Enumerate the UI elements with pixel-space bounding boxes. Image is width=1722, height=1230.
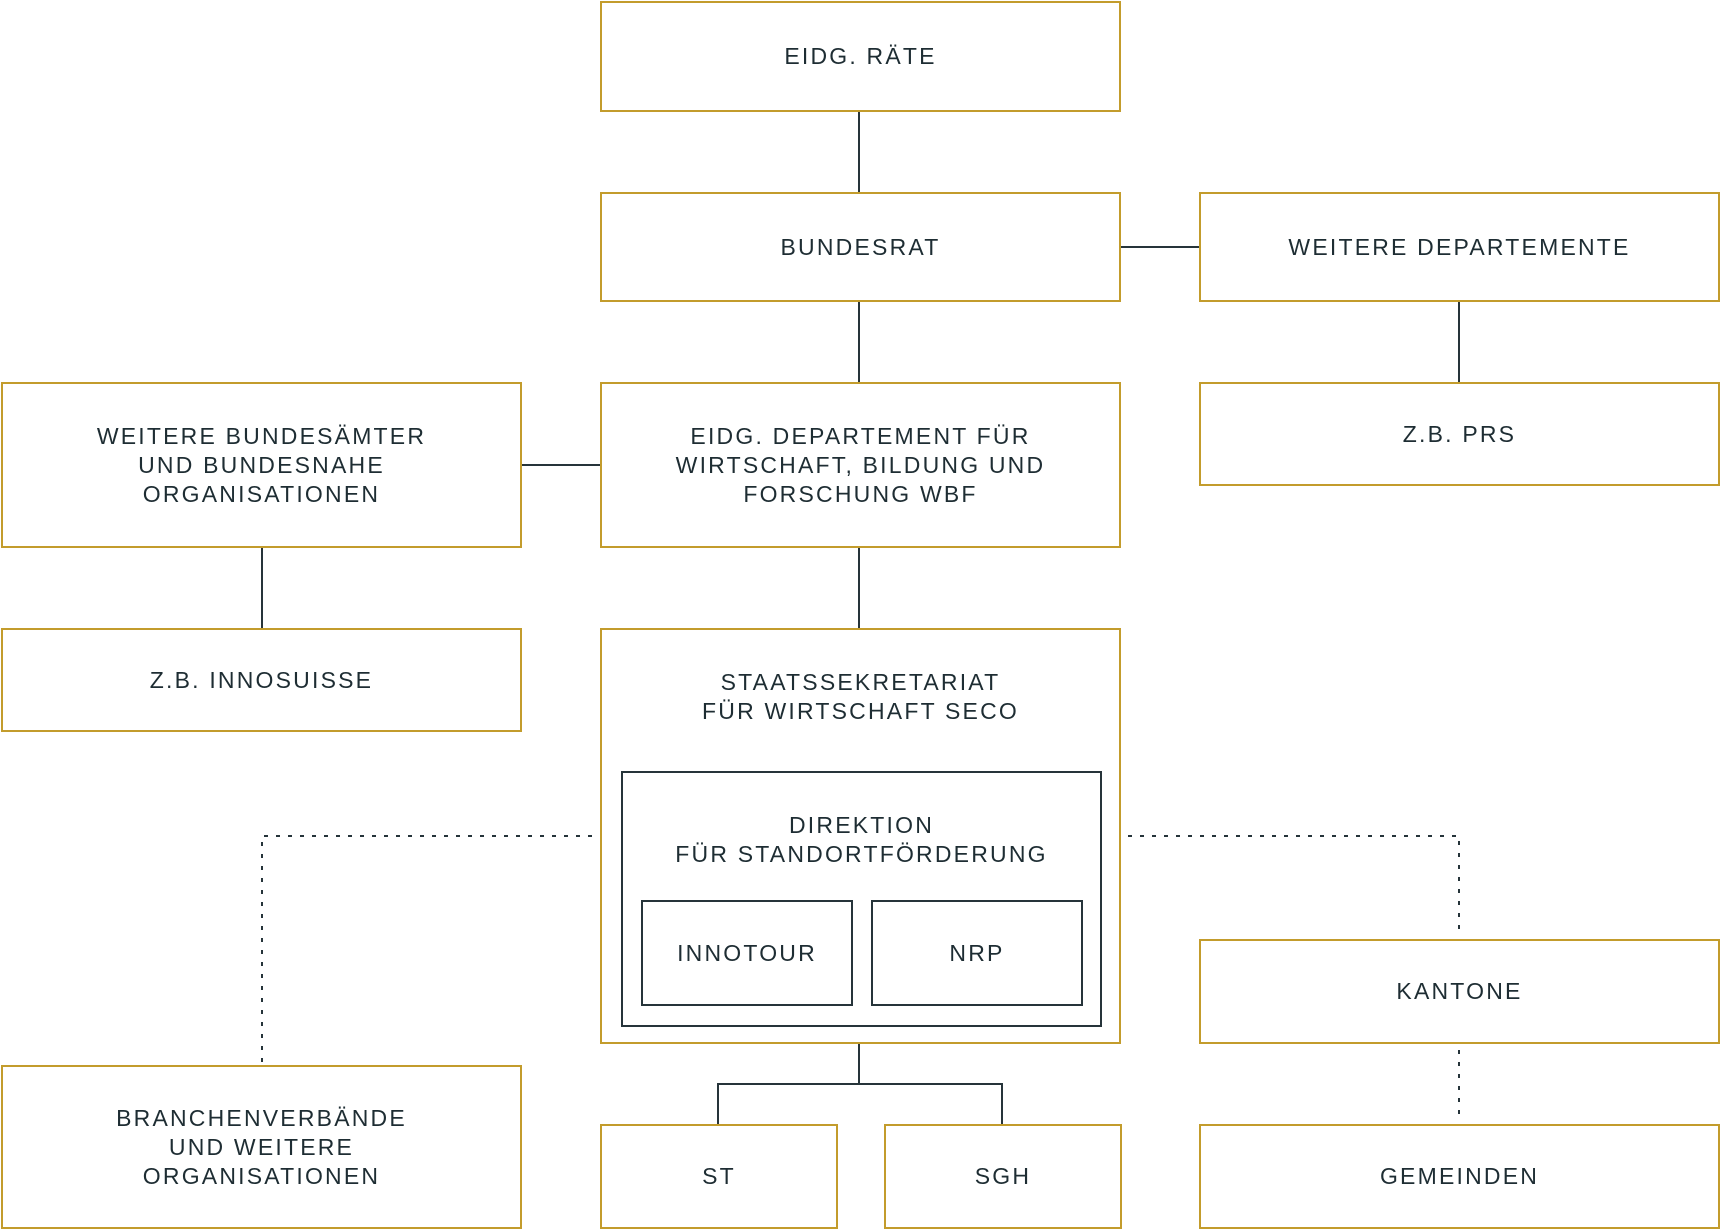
box-eidg-raete: EIDG. RÄTE bbox=[600, 1, 1121, 112]
label-wbf: EIDG. DEPARTEMENT FÜR WIRTSCHAFT, BILDUN… bbox=[675, 422, 1046, 507]
box-kantone: KANTONE bbox=[1199, 939, 1720, 1044]
line-seco-st-sgh bbox=[717, 1044, 860, 1124]
label-direktion: DIREKTION FÜR STANDORTFÖRDERUNG bbox=[675, 812, 1048, 867]
box-st: ST bbox=[600, 1124, 838, 1229]
label-weitere-bundesaemter: WEITERE BUNDESÄMTER UND BUNDESNAHE ORGAN… bbox=[96, 422, 427, 507]
box-nrp: NRP bbox=[871, 900, 1083, 1006]
label-innosuisse: Z.B. INNOSUISSE bbox=[149, 666, 374, 693]
line-seco-sgh bbox=[859, 1083, 1003, 1124]
box-wbf: EIDG. DEPARTEMENT FÜR WIRTSCHAFT, BILDUN… bbox=[600, 382, 1121, 548]
box-sgh: SGH bbox=[884, 1124, 1122, 1229]
label-eidg-raete: EIDG. RÄTE bbox=[784, 43, 937, 69]
dotted-seco-kantone bbox=[1128, 835, 1460, 936]
box-gemeinden: GEMEINDEN bbox=[1199, 1124, 1720, 1229]
label-innotour: INNOTOUR bbox=[677, 939, 817, 966]
box-weitere-bundesaemter: WEITERE BUNDESÄMTER UND BUNDESNAHE ORGAN… bbox=[1, 382, 522, 548]
label-sgh: SGH bbox=[974, 1163, 1032, 1189]
box-innosuisse: Z.B. INNOSUISSE bbox=[1, 628, 522, 732]
label-nrp: NRP bbox=[949, 939, 1005, 966]
label-bundesrat: BUNDESRAT bbox=[780, 233, 941, 260]
box-direktion: DIREKTION FÜR STANDORTFÖRDERUNG INNOTOUR… bbox=[621, 771, 1102, 1027]
label-st: ST bbox=[702, 1163, 736, 1189]
box-branchenverbaende: BRANCHENVERBÄNDE UND WEITERE ORGANISATIO… bbox=[1, 1065, 522, 1229]
dotted-seco-branchenverbaende bbox=[261, 835, 592, 1062]
label-gemeinden: GEMEINDEN bbox=[1379, 1163, 1540, 1189]
label-seco: STAATSSEKRETARIAT FÜR WIRTSCHAFT SECO bbox=[702, 669, 1019, 724]
label-kantone: KANTONE bbox=[1396, 978, 1523, 1004]
box-prs: Z.B. PRS bbox=[1199, 382, 1720, 486]
label-prs: Z.B. PRS bbox=[1402, 420, 1517, 447]
label-branchenverbaende: BRANCHENVERBÄNDE UND WEITERE ORGANISATIO… bbox=[116, 1104, 407, 1189]
label-weitere-departemente: WEITERE DEPARTEMENTE bbox=[1288, 233, 1631, 260]
box-seco: STAATSSEKRETARIAT FÜR WIRTSCHAFT SECO DI… bbox=[600, 628, 1121, 1044]
box-bundesrat: BUNDESRAT bbox=[600, 192, 1121, 302]
box-innotour: INNOTOUR bbox=[641, 900, 853, 1006]
box-weitere-departemente: WEITERE DEPARTEMENTE bbox=[1199, 192, 1720, 302]
